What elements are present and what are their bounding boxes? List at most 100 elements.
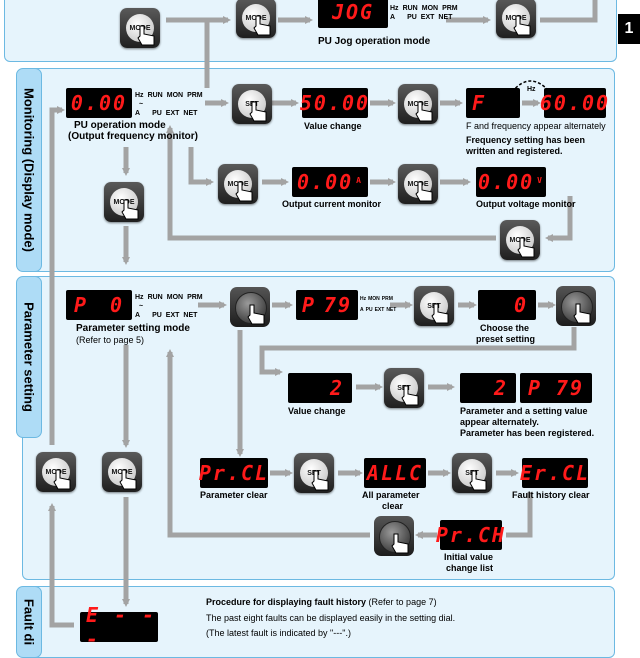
hand-icon bbox=[401, 385, 419, 406]
a-label: A bbox=[135, 110, 141, 117]
f-alternate-caption: F and frequency appear alternately bbox=[466, 121, 606, 131]
hand-icon bbox=[235, 181, 253, 202]
p79-letter: P bbox=[302, 293, 317, 317]
value-change-caption-1: Value change bbox=[304, 121, 362, 131]
mode-button-voltage[interactable]: MODE bbox=[398, 164, 438, 204]
freq-60-text: 60.00 bbox=[539, 91, 611, 115]
set-button-clear[interactable]: SET bbox=[294, 453, 334, 493]
mode-button-to-fault[interactable]: MODE bbox=[102, 452, 142, 492]
pr-cl-text: Pr.CL bbox=[198, 461, 270, 485]
hand-icon bbox=[573, 303, 591, 324]
jog-display-text: JOG bbox=[331, 0, 375, 24]
page-tab-number: 1 bbox=[624, 20, 634, 37]
setting-dial-3[interactable] bbox=[374, 516, 414, 556]
mon-label: MON bbox=[166, 92, 184, 99]
param-clear-caption: Parameter clear bbox=[200, 490, 268, 500]
fault-procedure-title: Procedure for displaying fault history (… bbox=[206, 597, 437, 608]
fault-display-text: E - - - bbox=[86, 603, 157, 651]
hand-icon bbox=[391, 533, 409, 554]
mode-button-to-jog[interactable]: MODE bbox=[236, 0, 276, 38]
pu-label: PU bbox=[152, 312, 162, 319]
param-alt-caption-1: Parameter and a setting value bbox=[460, 406, 588, 416]
hz-label: Hz bbox=[135, 92, 144, 99]
hand-icon bbox=[247, 304, 265, 325]
hand-icon bbox=[119, 469, 137, 490]
fault-desc-1: The past eight faults can be displayed e… bbox=[206, 613, 456, 623]
mode-button-return[interactable]: MODE bbox=[500, 220, 540, 260]
hand-icon bbox=[121, 199, 139, 220]
setting-dial-2[interactable] bbox=[556, 286, 596, 326]
f-display-text: F bbox=[472, 91, 487, 115]
value-change-freq-display: 50.00 bbox=[300, 88, 368, 118]
reg-two-text: 2 bbox=[493, 376, 508, 400]
a-label: A bbox=[360, 307, 364, 313]
hand-icon bbox=[249, 101, 267, 122]
prm-label: PRM bbox=[187, 92, 203, 99]
preset-zero-text: 0 bbox=[513, 293, 528, 317]
pu-operation-display-text: 0.00 bbox=[70, 91, 128, 115]
choose-caption-2: preset setting bbox=[476, 334, 536, 344]
hand-icon bbox=[253, 15, 271, 36]
prm-label: PRM bbox=[442, 5, 458, 12]
hand-icon bbox=[415, 101, 433, 122]
pu-jog-caption: PU Jog operation mode bbox=[318, 36, 431, 47]
net-label: NET bbox=[183, 110, 198, 117]
output-current-caption: Output current monitor bbox=[282, 199, 381, 209]
tilde-mark: ~ bbox=[139, 303, 144, 310]
init-caption-2: change list bbox=[446, 563, 494, 573]
ext-label: EXT bbox=[165, 110, 180, 117]
all-clear-caption-2: clear bbox=[382, 501, 404, 511]
set-button-fault-clear[interactable]: SET bbox=[452, 453, 492, 493]
mode-button-left-return[interactable]: MODE bbox=[36, 452, 76, 492]
p79-number: 79 bbox=[323, 293, 352, 317]
mon-label: MON bbox=[166, 294, 184, 301]
page-tab: 1 bbox=[618, 14, 640, 44]
a-label: A bbox=[390, 14, 396, 21]
hz-label: Hz bbox=[135, 294, 144, 301]
jog-display: JOG bbox=[318, 0, 388, 28]
hand-icon bbox=[517, 237, 535, 258]
run-label: RUN bbox=[147, 92, 163, 99]
all-clear-caption-1: All parameter bbox=[362, 490, 420, 500]
fault-desc-2: (The latest fault is indicated by "---".… bbox=[206, 628, 351, 638]
set-button-register[interactable]: SET bbox=[384, 368, 424, 408]
hand-icon bbox=[311, 470, 329, 491]
mode-button-jog-entry[interactable]: MODE bbox=[120, 8, 160, 48]
a-label: A bbox=[135, 312, 141, 319]
reg-p79-letter: P bbox=[528, 376, 543, 400]
mode-button-to-param[interactable]: MODE bbox=[104, 182, 144, 222]
ext-label: EXT bbox=[420, 14, 435, 21]
freq-written-caption-2: written and registered. bbox=[466, 146, 563, 156]
param-alt-caption-2: appear alternately. bbox=[460, 417, 539, 427]
hz-label: Hz bbox=[360, 296, 367, 302]
value-two-display: 2 bbox=[288, 373, 352, 403]
mode-button-jog-exit[interactable]: MODE bbox=[496, 0, 536, 38]
set-button-param[interactable]: SET bbox=[414, 286, 454, 326]
mode-button-monitor-1[interactable]: MODE bbox=[398, 84, 438, 124]
hz-small-label: Hz bbox=[527, 86, 536, 93]
run-label: RUN bbox=[402, 5, 418, 12]
output-current-text: 0.00 bbox=[297, 170, 354, 194]
ext-label: EXT bbox=[165, 312, 180, 319]
set-button-freq[interactable]: SET bbox=[232, 84, 272, 124]
pr-cl-display: Pr.CL bbox=[198, 458, 270, 488]
preset-zero-display: 0 bbox=[478, 290, 536, 320]
mode-button-current[interactable]: MODE bbox=[218, 164, 258, 204]
output-voltage-caption: Output voltage monitor bbox=[476, 199, 576, 209]
refer-page5-caption: (Refer to page 5) bbox=[76, 335, 145, 345]
setting-dial-1[interactable] bbox=[230, 287, 270, 327]
param-mode-number: 0 bbox=[109, 293, 124, 317]
hand-icon bbox=[469, 470, 487, 491]
pr-ch-display: Pr.CH bbox=[436, 520, 504, 550]
fault-procedure-text: Procedure for displaying fault history bbox=[206, 597, 367, 607]
fault-refer-text: (Refer to page 7) bbox=[368, 597, 437, 607]
prm-label: PRM bbox=[381, 296, 393, 302]
reg-two-display: 2 bbox=[460, 373, 516, 403]
f-display: F bbox=[466, 88, 520, 118]
hand-icon bbox=[431, 303, 449, 324]
voltage-unit: V bbox=[537, 176, 544, 185]
